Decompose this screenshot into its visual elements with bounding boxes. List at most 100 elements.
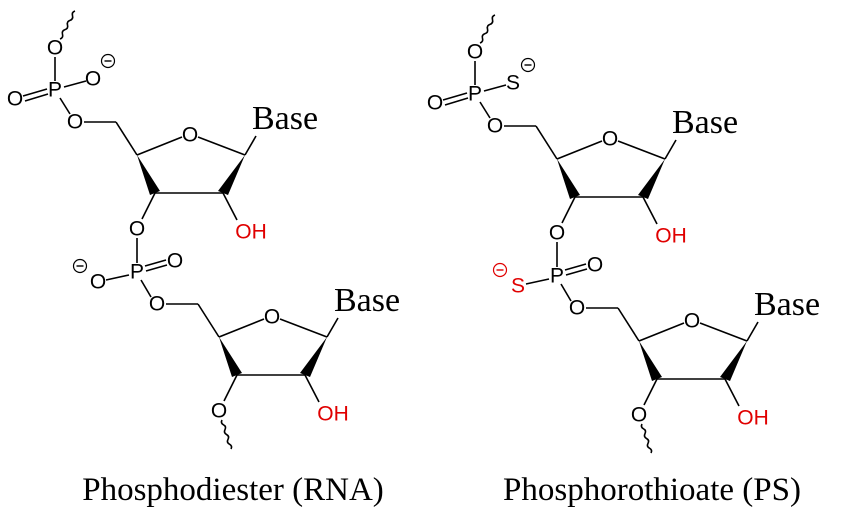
ribose-sugar-lower: O O O OH Base — [569, 286, 820, 430]
bond-c4-oring — [218, 318, 265, 338]
wedge-bond-c1-c2 — [720, 341, 747, 381]
phosphorus-bottom: P — [130, 261, 144, 284]
wedge-bond-c4-c3 — [137, 155, 160, 195]
bond-c5-c4 — [535, 125, 558, 160]
base-label: Base — [754, 286, 820, 323]
wavy-bond-icon — [640, 423, 653, 454]
wedge-bond-c4-c3 — [639, 341, 662, 381]
bond-p-charged-top — [483, 84, 507, 92]
base-label: Base — [252, 100, 318, 137]
bond-p-o5-bottom — [560, 283, 572, 302]
bond-oring-c1 — [197, 136, 246, 156]
phosphorus-top: P — [468, 83, 482, 106]
charge-circle — [72, 258, 88, 274]
o3-prime-oxygen: O — [631, 404, 647, 427]
double-bonded-oxygen-top: O — [427, 92, 443, 115]
phosphorus-bottom: P — [550, 265, 564, 288]
charge-circle — [100, 53, 116, 69]
bond-p-o5-top — [59, 97, 71, 115]
phosphate-oxygen-top: O — [47, 37, 63, 60]
charged-atom-top: S — [506, 72, 520, 95]
o3-prime-oxygen: O — [549, 222, 565, 245]
bond-c2-oh — [724, 378, 740, 407]
wavy-bond-icon — [220, 419, 233, 450]
wavy-bond-icon — [59, 10, 76, 40]
charge-circle — [492, 262, 508, 278]
double-bond-a-bottom — [144, 259, 167, 267]
bond-c3-o3 — [223, 374, 238, 402]
o5-prime-oxygen: O — [67, 111, 83, 134]
bond-p-charged-bottom — [105, 274, 130, 281]
hydroxyl-group: OH — [737, 407, 769, 430]
bond-c1-base — [326, 317, 339, 338]
bond-c1-base — [664, 139, 677, 160]
wedge-bond-c1-c2 — [218, 155, 245, 195]
o3-prime-oxygen: O — [129, 218, 145, 241]
phosphate-oxygen-top: O — [467, 41, 483, 64]
charged-atom-bottom: O — [90, 271, 106, 294]
double-bonded-oxygen-bottom: O — [587, 254, 603, 277]
double-bonded-oxygen-bottom: O — [167, 250, 183, 273]
wedge-bond-c4-c3 — [557, 159, 580, 199]
ring-oxygen: O — [684, 310, 700, 333]
o3-prime-oxygen: O — [211, 400, 227, 423]
wedge-bond-c1-c2 — [638, 159, 665, 199]
charge-circle — [520, 57, 536, 73]
bond-c2-oh — [222, 192, 238, 221]
double-bonded-oxygen-top: O — [7, 88, 23, 111]
double-bond-b-bottom — [565, 268, 588, 276]
caption-phosphodiester: Phosphodiester (RNA) — [82, 472, 384, 508]
caption-phosphorothioate: Phosphorothioate (PS) — [503, 472, 801, 508]
bond-c4-oring — [638, 322, 685, 342]
bond-c3-o3 — [141, 192, 156, 220]
bond-oring-c1 — [279, 318, 328, 338]
wedge-bond-c1-c2 — [300, 337, 327, 377]
double-bond-b-top — [444, 97, 469, 106]
charged-atom-bottom: S — [511, 275, 525, 298]
hydroxyl-group: OH — [235, 221, 267, 244]
double-bond-a-bottom — [564, 263, 587, 271]
wedge-bond-c4-c3 — [219, 337, 242, 377]
base-label: Base — [672, 104, 738, 141]
bond-oring-c1 — [699, 322, 748, 342]
bond-p-charged-top — [63, 80, 87, 88]
bond-c3-o3 — [643, 378, 658, 406]
negative-charge-icon — [492, 262, 508, 278]
double-bond-a-top — [442, 92, 468, 101]
bond-c2-oh — [642, 196, 658, 225]
hydroxyl-group: OH — [655, 225, 687, 248]
double-bond-b-top — [24, 93, 49, 102]
bond-c5-c4 — [197, 303, 220, 338]
o5-prime-oxygen: O — [569, 297, 585, 320]
bond-oring-c1 — [617, 140, 666, 160]
ribose-sugar-upper: O O O OH Base — [487, 104, 738, 248]
bond-c5-c4 — [617, 307, 640, 342]
bond-p-o5-bottom — [140, 279, 152, 298]
ring-oxygen: O — [182, 124, 198, 147]
bond-c3-o3 — [561, 196, 576, 224]
bond-c1-base — [746, 321, 759, 342]
bond-c1-base — [244, 135, 257, 156]
ribose-sugar-lower: O O O OH Base — [149, 282, 400, 426]
charged-atom-top: O — [85, 68, 101, 91]
bond-p-o5-top — [479, 101, 491, 119]
bond-c4-oring — [136, 136, 183, 156]
wavy-bond-icon — [479, 14, 496, 44]
base-label: Base — [334, 282, 400, 319]
o5-prime-oxygen: O — [487, 115, 503, 138]
ribose-sugar-upper: O O O OH Base — [67, 100, 318, 244]
negative-charge-icon — [100, 53, 116, 69]
phosphorus-top: P — [48, 79, 62, 102]
negative-charge-icon — [520, 57, 536, 73]
hydroxyl-group: OH — [317, 403, 349, 426]
ring-oxygen: O — [264, 306, 280, 329]
bond-c4-oring — [556, 140, 603, 160]
ring-oxygen: O — [602, 128, 618, 151]
bond-c2-oh — [304, 374, 320, 403]
bond-c5-c4 — [115, 121, 138, 156]
o5-prime-oxygen: O — [149, 293, 165, 316]
negative-charge-icon — [72, 258, 88, 274]
